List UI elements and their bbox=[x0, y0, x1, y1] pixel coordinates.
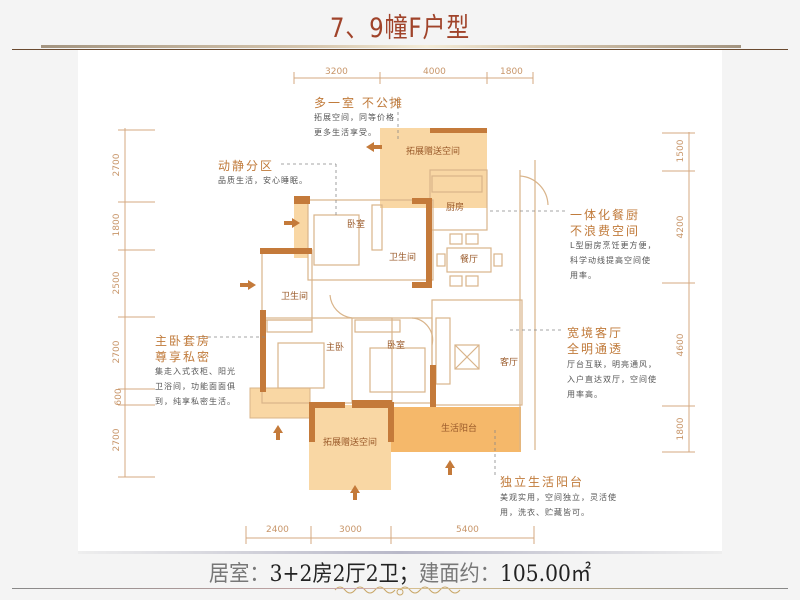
room-ext-top: 拓展赠送空间 bbox=[406, 147, 461, 157]
dim-left-5: 600 bbox=[114, 388, 124, 406]
title-divider-gold bbox=[41, 45, 741, 48]
dim-left-3: 2500 bbox=[112, 271, 122, 295]
room-master: 主卧 bbox=[326, 343, 345, 353]
dim-top-2: 4000 bbox=[423, 67, 446, 77]
area-label: 建面约： bbox=[419, 562, 501, 587]
dim-left-4: 2700 bbox=[112, 340, 122, 364]
panel-bottom-shadow bbox=[78, 551, 722, 554]
room-dining: 餐厅 bbox=[460, 255, 479, 265]
unit-summary: 居室：3+2房2厅2卫；建面约：105.00㎡ bbox=[32, 556, 768, 588]
annotation-heading-2: 尊享私密 bbox=[155, 350, 212, 364]
dim-left-1: 2700 bbox=[112, 153, 122, 177]
annotation-body: 美观实用，空间独立，灵活使 用，洗衣、贮藏皆可。 bbox=[500, 490, 617, 520]
annotation-body: L型厨房烹饪更方便， 科学动线提高空间使 用率。 bbox=[570, 238, 656, 283]
annotation-line: 科学动线提高空间使 bbox=[570, 256, 651, 265]
annotation-heading: 独立生活阳台 bbox=[500, 475, 585, 489]
title-divider-dark bbox=[12, 49, 788, 50]
annotation-line: 厅台互联，明亮通风， bbox=[567, 360, 657, 369]
annotation-heading-2: 全明通透 bbox=[567, 342, 624, 356]
annotation-line: 更多生活享受。 bbox=[314, 128, 377, 137]
room-bath-mid: 卫生间 bbox=[389, 253, 417, 263]
room-living: 客厅 bbox=[500, 358, 519, 368]
rooms-value: 3+2房2厅2卫； bbox=[269, 562, 420, 587]
annotation-line: 到，纯享私密生活。 bbox=[155, 397, 236, 406]
annotation-line: 用，洗衣、贮藏皆可。 bbox=[500, 508, 590, 517]
dim-right-3: 4600 bbox=[676, 333, 686, 357]
room-bath-left: 卫生间 bbox=[281, 292, 309, 302]
annotation-body: 厅台互联，明亮通风， 入户直达双厅，空间使 用率高。 bbox=[567, 357, 657, 402]
annotation-body: 拓展空间，同等价格 更多生活享受。 bbox=[314, 110, 395, 140]
annotation-heading: 多一室 不公摊 bbox=[314, 96, 404, 110]
annotation-body: 品质生活，安心睡眠。 bbox=[218, 173, 308, 188]
annotation-line: 品质生活，安心睡眠。 bbox=[218, 176, 308, 185]
annotation-line: 入户直达双厅，空间使 bbox=[567, 375, 657, 384]
rooms-label: 居室： bbox=[208, 562, 270, 587]
dim-left-2: 1800 bbox=[112, 213, 122, 237]
annotation-line: 用率高。 bbox=[567, 390, 603, 399]
dim-right-1: 1500 bbox=[676, 139, 686, 163]
dim-bottom-1: 2400 bbox=[266, 525, 289, 535]
dim-top-3: 1800 bbox=[500, 67, 523, 77]
annotation-line: 拓展空间，同等价格 bbox=[314, 113, 395, 122]
annotation-line: L型厨房烹饪更方便， bbox=[570, 241, 657, 250]
annotation-line: 卫浴间，功能面面俱 bbox=[155, 382, 236, 391]
dim-bottom-2: 3000 bbox=[339, 525, 362, 535]
page-title: 7、9幢F户型 bbox=[329, 13, 471, 44]
annotation-heading: 动静分区 bbox=[218, 159, 275, 173]
annotation-line: 美观实用，空间独立，灵活使 bbox=[500, 493, 617, 502]
room-bedroom-top: 卧室 bbox=[347, 220, 366, 230]
annotation-heading: 主卧套房 bbox=[155, 334, 212, 348]
room-ext-bottom: 拓展赠送空间 bbox=[323, 438, 378, 448]
ornament-divider bbox=[334, 586, 461, 596]
annotation-heading-2: 不浪费空间 bbox=[570, 224, 641, 238]
dim-right-4: 1800 bbox=[676, 417, 686, 441]
annotation-line: 集走入式衣柜、阳光 bbox=[155, 367, 236, 376]
room-bedroom-mid: 卧室 bbox=[387, 341, 406, 351]
annotation-body: 集走入式衣柜、阳光 卫浴间，功能面面俱 到，纯享私密生活。 bbox=[155, 364, 236, 409]
annotation-heading: 一体化餐厨 bbox=[570, 208, 641, 222]
dim-top-1: 3200 bbox=[325, 67, 348, 77]
dim-bottom-3: 5400 bbox=[456, 525, 479, 535]
dim-right-2: 4200 bbox=[676, 215, 686, 239]
annotation-heading: 宽境客厅 bbox=[567, 326, 624, 340]
dim-left-6: 2700 bbox=[112, 428, 122, 452]
bottom-divider bbox=[12, 588, 788, 589]
area-value: 105.00㎡ bbox=[500, 562, 592, 587]
room-kitchen: 厨房 bbox=[446, 203, 465, 213]
annotation-line: 用率。 bbox=[570, 271, 597, 280]
room-balcony: 生活阳台 bbox=[441, 424, 478, 434]
